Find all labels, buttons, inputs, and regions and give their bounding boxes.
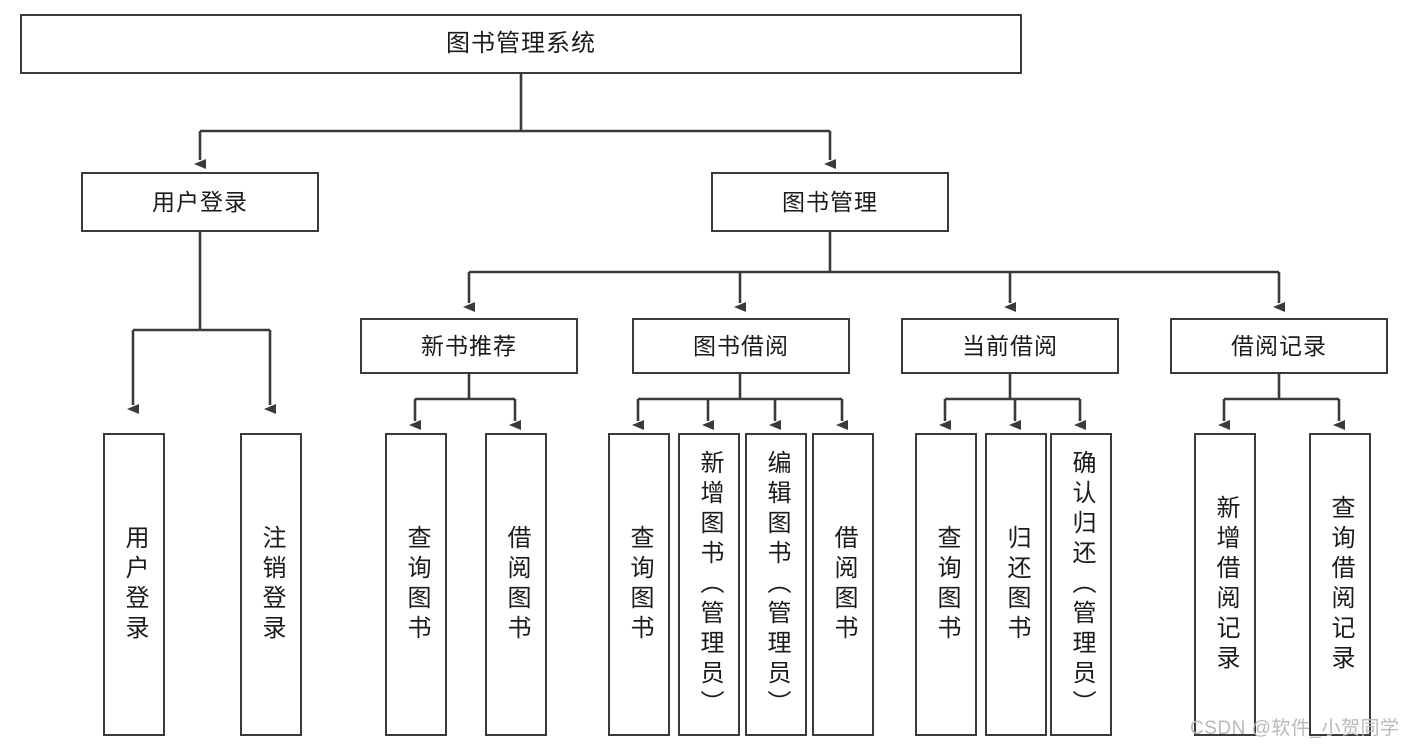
node-book-borrow[interactable]: 图书借阅 [632,318,850,374]
node-label: 新增借阅记录 [1212,494,1239,675]
node-label: 借阅图书 [503,524,530,645]
node-new-book-recommend[interactable]: 新书推荐 [360,318,578,374]
leaf-book-borrow-add-book-admin[interactable]: 新增图书（管理员） [678,433,740,736]
node-label: 查询借阅记录 [1327,494,1354,675]
leaf-user-login-signin[interactable]: 用户登录 [103,433,165,736]
leaf-user-login-signout[interactable]: 注销登录 [240,433,302,736]
node-label: 图书管理 [782,188,878,215]
node-current-borrow[interactable]: 当前借阅 [901,318,1119,374]
leaf-book-borrow-edit-book-admin[interactable]: 编辑图书（管理员） [745,433,807,736]
leaf-new-book-borrow-book[interactable]: 借阅图书 [485,433,547,736]
node-label: 借阅图书 [830,524,857,645]
leaf-current-borrow-query-book[interactable]: 查询图书 [915,433,977,736]
leaf-new-book-query-book[interactable]: 查询图书 [385,433,447,736]
node-user-login[interactable]: 用户登录 [81,172,319,232]
node-book-management[interactable]: 图书管理 [711,172,949,232]
node-label: 图书借阅 [693,332,789,359]
node-label: 编辑图书（管理员） [763,449,790,720]
node-label: 新增图书（管理员） [696,449,723,720]
node-label: 查询图书 [403,524,430,645]
node-borrow-record[interactable]: 借阅记录 [1170,318,1388,374]
leaf-borrow-record-add-record[interactable]: 新增借阅记录 [1194,433,1256,736]
node-label: 用户登录 [121,524,148,645]
node-label: 用户登录 [152,188,248,215]
leaf-book-borrow-borrow-book[interactable]: 借阅图书 [812,433,874,736]
node-label: 查询图书 [933,524,960,645]
node-label: 归还图书 [1003,524,1030,645]
node-root-book-management-system[interactable]: 图书管理系统 [20,14,1022,74]
node-label: 查询图书 [626,524,653,645]
node-label: 注销登录 [258,524,285,645]
node-label: 借阅记录 [1231,332,1327,359]
leaf-book-borrow-query-book[interactable]: 查询图书 [608,433,670,736]
leaf-borrow-record-query-record[interactable]: 查询借阅记录 [1309,433,1371,736]
node-label: 确认归还（管理员） [1068,449,1095,720]
leaf-current-borrow-confirm-return-admin[interactable]: 确认归还（管理员） [1050,433,1112,736]
node-label: 新书推荐 [421,332,517,359]
node-label: 当前借阅 [962,332,1058,359]
leaf-current-borrow-return-book[interactable]: 归还图书 [985,433,1047,736]
node-label: 图书管理系统 [446,30,596,58]
csdn-watermark: CSDN @软件_小贺同学 [1190,718,1400,739]
